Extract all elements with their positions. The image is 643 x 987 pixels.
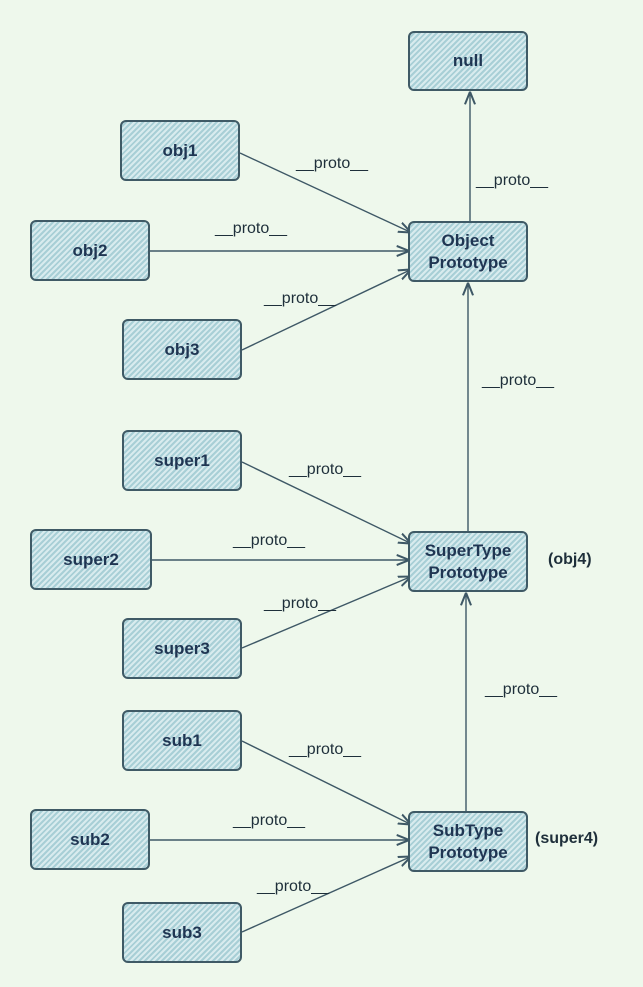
arrow-super1-to-supertype-prototype bbox=[241, 461, 410, 543]
node-null-label: null bbox=[452, 51, 484, 71]
node-obj3-label: obj3 bbox=[164, 339, 200, 359]
node-super3: super3 bbox=[122, 618, 242, 679]
node-sub2: sub2 bbox=[30, 809, 150, 870]
label-subtype-to-supertype-edge: __proto__ bbox=[485, 681, 558, 698]
node-sub2-label: sub2 bbox=[70, 829, 110, 849]
node-super2: super2 bbox=[30, 529, 152, 590]
arrow-obj1-to-object-prototype bbox=[239, 152, 410, 232]
label-obj2-edge: __proto__ bbox=[215, 220, 288, 237]
node-sub1-label: sub1 bbox=[162, 730, 202, 750]
node-sub1: sub1 bbox=[122, 710, 242, 771]
arrow-super3-to-supertype-prototype bbox=[241, 577, 410, 649]
node-obj1: obj1 bbox=[120, 120, 240, 181]
label-obj1-edge: __proto__ bbox=[296, 155, 369, 172]
node-object-prototype-line2: Prototype bbox=[428, 252, 508, 272]
note-obj4: (obj4) bbox=[548, 551, 592, 568]
arrow-sub1-to-subtype-prototype bbox=[241, 740, 410, 824]
label-super1-edge: __proto__ bbox=[289, 461, 362, 478]
node-object-prototype-line1: Object bbox=[441, 231, 495, 251]
node-object-prototype: Object Prototype bbox=[408, 221, 528, 282]
node-subtype-prototype: SubType Prototype bbox=[408, 811, 528, 872]
node-obj1-label: obj1 bbox=[162, 140, 198, 160]
label-sub3-edge: __proto__ bbox=[257, 878, 330, 895]
node-null: null bbox=[408, 31, 528, 91]
node-super1-label: super1 bbox=[154, 450, 210, 470]
label-sub2-edge: __proto__ bbox=[233, 812, 306, 829]
label-null-edge: __proto__ bbox=[476, 172, 549, 189]
node-obj2: obj2 bbox=[30, 220, 150, 281]
node-sub3-label: sub3 bbox=[162, 922, 202, 942]
node-subtype-prototype-line2: Prototype bbox=[428, 842, 508, 862]
node-supertype-prototype-line2: Prototype bbox=[428, 562, 508, 582]
arrow-sub3-to-subtype-prototype bbox=[241, 857, 410, 933]
label-sub1-edge: __proto__ bbox=[289, 741, 362, 758]
node-supertype-prototype: SuperType Prototype bbox=[408, 531, 528, 592]
node-obj3: obj3 bbox=[122, 319, 242, 380]
node-obj2-label: obj2 bbox=[72, 240, 108, 260]
node-super3-label: super3 bbox=[154, 638, 210, 658]
node-super1: super1 bbox=[122, 430, 242, 491]
node-super2-label: super2 bbox=[63, 549, 119, 569]
node-sub3: sub3 bbox=[122, 902, 242, 963]
label-supertype-to-object-edge: __proto__ bbox=[482, 372, 555, 389]
arrow-obj3-to-object-prototype bbox=[241, 270, 410, 351]
node-supertype-prototype-line1: SuperType bbox=[424, 541, 512, 561]
label-obj3-edge: __proto__ bbox=[264, 290, 337, 307]
label-super3-edge: __proto__ bbox=[264, 595, 337, 612]
note-super4: (super4) bbox=[535, 830, 599, 847]
node-subtype-prototype-line1: SubType bbox=[432, 821, 504, 841]
label-super2-edge: __proto__ bbox=[233, 532, 306, 549]
